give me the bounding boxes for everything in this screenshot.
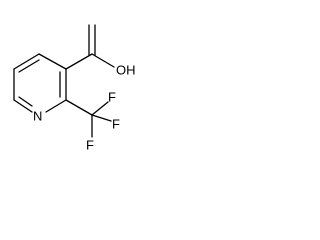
carboxylic-acid-group: OH [65, 24, 136, 78]
ring-bond-c2-n [45, 99, 67, 113]
chemical-structure: OH N F F F [13, 24, 136, 153]
bond-c-f-1 [91, 101, 109, 116]
ring-double-bond-c5-c4 [18, 59, 40, 73]
bond-c3-carboxyl-carbon [65, 53, 93, 70]
pyridine-ring [13, 53, 67, 113]
bond-carboxyl-oh [91, 53, 115, 68]
fluorine-label-2: F [112, 117, 120, 132]
fluorine-label-3: F [86, 138, 94, 153]
fluorine-label-1: F [108, 90, 116, 105]
ring-bond-c5-c4 [13, 53, 40, 70]
ring-double-bond-n-c6 [18, 96, 33, 107]
bond-c2-cf3-carbon [65, 99, 93, 116]
ring-bond-c4-c3 [38, 53, 67, 70]
trifluoromethyl-group: F F F [65, 90, 120, 153]
hydroxyl-label: OH [116, 63, 136, 78]
ring-bond-n-c6 [13, 99, 33, 113]
ring-nitrogen-label: N [33, 109, 42, 124]
bond-c-f-2 [91, 114, 112, 122]
